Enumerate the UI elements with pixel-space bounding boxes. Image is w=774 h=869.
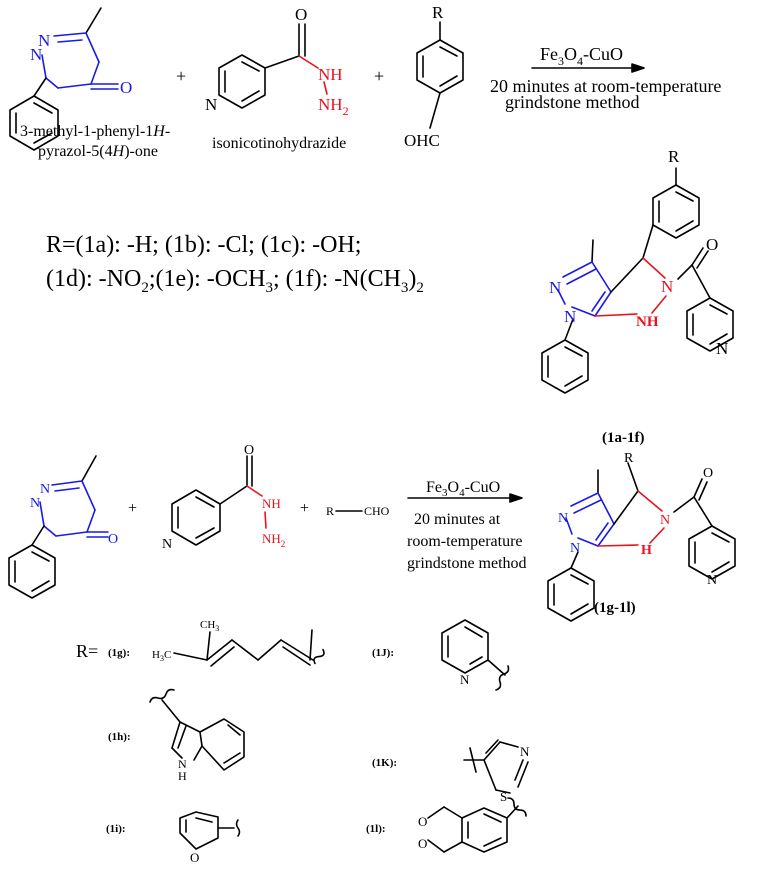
s1g-ch3: CH3: [200, 619, 219, 633]
atom-n-1: N: [38, 31, 50, 50]
isonicotinohydrazide-reactant-2: [171, 455, 267, 546]
s2-product-n-3: N: [660, 513, 670, 528]
s2-hydrazide-nh2: NH2: [262, 531, 285, 549]
s2-atom-n-2: N: [30, 496, 40, 511]
label-1g: (1g):: [108, 647, 130, 659]
label-1k: (1K):: [372, 757, 397, 769]
s1i-o: O: [190, 850, 199, 865]
benzaldehyde-reactant-1: [416, 21, 464, 129]
s1k-n: N: [520, 744, 530, 759]
product1-n-3: N: [661, 277, 673, 296]
s1l-o-2: O: [418, 836, 427, 851]
s2-plus-2: +: [300, 500, 309, 517]
condition-1-line1: 20 minutes at room-temperature: [490, 76, 721, 96]
condition-2-line3: grindstone method: [407, 555, 527, 572]
s2-atom-o: O: [108, 532, 118, 547]
r-group-line1: R=(1a): -H; (1b): -Cl; (1c): -OH;: [46, 232, 361, 258]
s2-product-r: R: [624, 451, 634, 466]
s2-plus-1: +: [128, 500, 137, 517]
label-1h: (1h):: [108, 731, 131, 743]
s2-product-n-2: N: [570, 541, 580, 556]
s2-atom-n-1: N: [40, 482, 50, 497]
s1k-s: S: [500, 789, 507, 804]
s2-pyridine-n: N: [162, 537, 172, 552]
pyrazolone-reactant-2: [8, 455, 109, 599]
catalyst-2: Fe3O4-CuO: [426, 479, 500, 499]
isonicotinohydrazide-reactant-1: [218, 23, 328, 109]
substituent-1h-structure: [149, 688, 245, 771]
reactant1-label-line1: 3-methyl-1-phenyl-1H-: [20, 123, 170, 140]
s2-product-pyridine-n: N: [707, 573, 717, 588]
reactant2-label: isonicotinohydrazide: [212, 135, 346, 152]
substituent-1k-structure: [463, 739, 529, 794]
s2-aldehyde-r: R: [326, 504, 334, 518]
benzaldehyde-r: R: [432, 3, 444, 22]
condition-2-line2: room-temperature: [407, 533, 523, 550]
atom-o-1: O: [120, 78, 132, 97]
condition-2-line1: 20 minutes at: [414, 511, 501, 528]
benzaldehyde-ohc: OHC: [404, 131, 440, 150]
substituent-1j-structure: [441, 619, 510, 691]
product1-o: O: [706, 235, 718, 254]
label-1j: (1J):: [372, 647, 394, 659]
atom-n-2: N: [30, 45, 42, 64]
substituent-1g-structure: [173, 629, 325, 667]
s1h-n: N: [178, 757, 187, 771]
plus-2: +: [374, 66, 384, 86]
label-1l: (1l):: [366, 823, 386, 835]
plus-1: +: [176, 66, 186, 86]
substituent-1i-structure: [179, 811, 241, 850]
r-equals: R=: [76, 641, 98, 661]
condition-1-line2: grindstone method: [505, 92, 639, 112]
label-1i: (1i):: [106, 823, 126, 835]
product2-label: (1g-1l): [594, 600, 636, 616]
hydrazide-nh2-1: NH2: [318, 95, 349, 118]
s2-carbonyl-o: O: [244, 443, 254, 458]
pyridine-n-1: N: [205, 95, 217, 114]
reaction-arrow-1: [531, 63, 645, 73]
s2-aldehyde-cho: CHO: [364, 504, 390, 518]
product1-label: (1a-1f): [602, 430, 644, 446]
s1g-h3c: H3C: [152, 649, 171, 663]
s2-hydrazide-nh: NH: [262, 496, 281, 511]
pyrazolone-reactant-1: [9, 7, 119, 151]
product1-n-1: N: [549, 278, 561, 297]
product1-n-2: N: [564, 307, 576, 326]
product1-pyridine-n: N: [716, 339, 728, 358]
catalyst-1: Fe3O4-CuO: [540, 44, 623, 68]
substituent-1l-structure: [427, 797, 527, 853]
product-1g-1l-structure: [547, 462, 736, 622]
product1-nh: NH: [636, 314, 659, 330]
product1-r: R: [668, 147, 680, 166]
s1j-n: N: [460, 672, 470, 687]
r-group-line2: (1d): -NO2;(1e): -OCH3; (1f): -N(CH3)2: [46, 266, 424, 296]
s2-product-n-1: N: [558, 511, 568, 526]
s2-product-h: H: [641, 543, 652, 558]
carbonyl-o-1: O: [295, 5, 307, 24]
hydrazide-nh-1: NH: [318, 65, 343, 84]
s2-product-o: O: [703, 466, 713, 481]
reaction-arrow-2: [407, 493, 523, 503]
s1l-o-1: O: [418, 814, 427, 829]
reactant1-label-line2: pyrazol-5(4H)-one: [38, 143, 158, 160]
product-1a-1f-structure: [541, 167, 734, 394]
s1h-h: H: [178, 769, 187, 783]
